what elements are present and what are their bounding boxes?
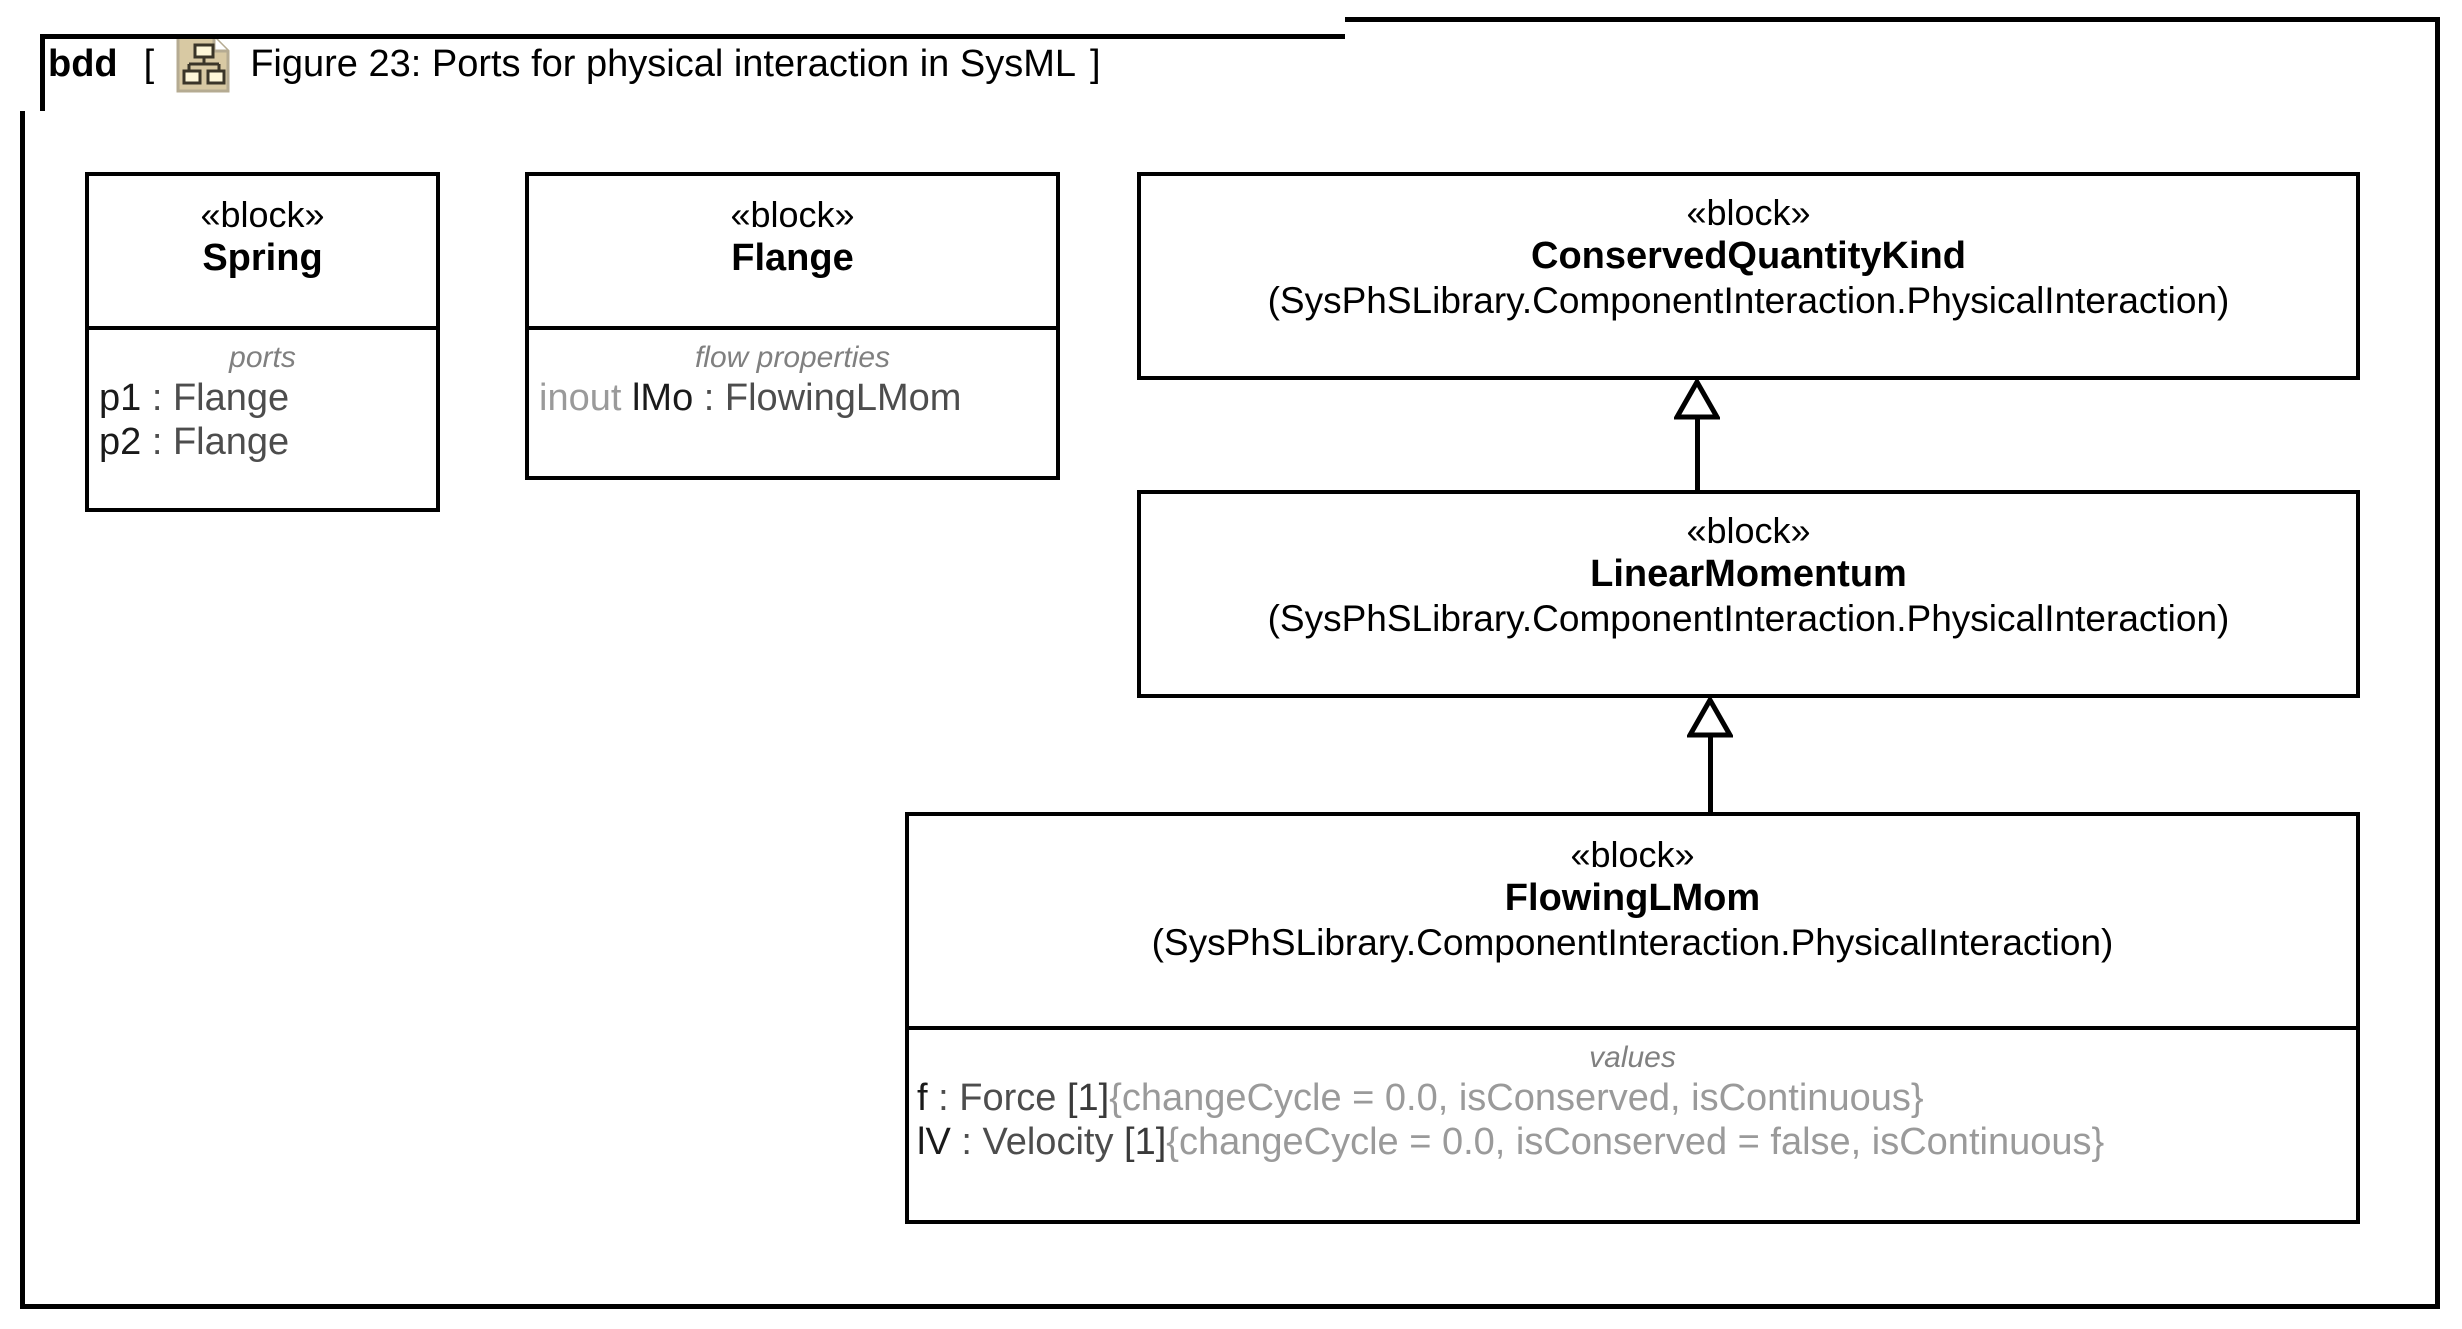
flow-property-sep: : [693, 377, 725, 419]
value-lv-type: Velocity [982, 1121, 1114, 1164]
block-spring-ports-compartment: ports p1 : Flange p2 : Flange [89, 326, 436, 512]
block-spring-name: Spring [202, 237, 323, 280]
block-flange[interactable]: «block» Flange flow properties inout lMo… [525, 172, 1060, 480]
block-flowing-lmom[interactable]: «block» FlowingLMom (SysPhSLibrary.Compo… [905, 812, 2360, 1224]
port-p2-type: Flange [172, 421, 290, 464]
flow-property-direction: inout [539, 377, 632, 419]
flow-property-type: FlowingLMom [724, 377, 962, 419]
generalization-arrow-lm-to-cqk [1674, 380, 1720, 420]
bdd-diagram-icon [176, 35, 230, 93]
compartment-label-ports: ports [229, 341, 296, 374]
block-flowing-lmom-name: FlowingLMom [1504, 877, 1761, 920]
port-item-p1[interactable]: p1 : Flange [89, 376, 436, 420]
value-item-f[interactable]: f : Force [1]{changeCycle = 0.0, isConse… [909, 1076, 2356, 1120]
value-f-constraint: {changeCycle = 0.0, isConserved, isConti… [1109, 1077, 1924, 1119]
block-flowing-lmom-header: «block» FlowingLMom (SysPhSLibrary.Compo… [909, 816, 2356, 1026]
value-f-name: f [917, 1077, 928, 1119]
value-f-multiplicity: [1] [1056, 1077, 1110, 1119]
diagram-title: Figure 23: Ports for physical interactio… [250, 42, 1076, 85]
block-flowing-lmom-stereotype: «block» [1570, 834, 1695, 875]
value-lv-name: lV [917, 1121, 951, 1164]
diagram-kind-label: bdd [48, 42, 118, 85]
block-spring-stereotype: «block» [200, 194, 325, 235]
block-conserved-quantity-kind-name: ConservedQuantityKind [1531, 235, 1966, 278]
diagram-header-tab[interactable]: bdd [ Figure 23: Ports for physical inte… [20, 17, 1345, 111]
port-p2-sep: : [141, 421, 173, 464]
block-flange-stereotype: «block» [730, 194, 855, 235]
port-p1-type: Flange [172, 377, 290, 419]
bracket-close: ] [1090, 42, 1101, 85]
port-p1-sep: : [141, 377, 173, 419]
compartment-label-flow-properties: flow properties [694, 341, 891, 374]
value-f-sep: : [927, 1077, 960, 1119]
generalization-line-lm-to-cqk [1695, 418, 1700, 492]
block-flange-flowprops-compartment: flow properties inout lMo : FlowingLMom [529, 326, 1056, 480]
block-linear-momentum-header: «block» LinearMomentum (SysPhSLibrary.Co… [1141, 494, 2356, 694]
block-flowing-lmom-values-compartment: values f : Force [1]{changeCycle = 0.0, … [909, 1026, 2356, 1220]
value-f-type: Force [959, 1077, 1057, 1119]
block-spring[interactable]: «block» Spring ports p1 : Flange p2 : Fl… [85, 172, 440, 512]
block-linear-momentum[interactable]: «block» LinearMomentum (SysPhSLibrary.Co… [1137, 490, 2360, 698]
port-item-p2[interactable]: p2 : Flange [89, 420, 436, 464]
value-item-lv[interactable]: lV : Velocity [1]{changeCycle = 0.0, isC… [909, 1120, 2356, 1164]
block-conserved-quantity-kind-header: «block» ConservedQuantityKind (SysPhSLib… [1141, 176, 2356, 376]
generalization-line-flm-to-lm [1708, 736, 1713, 814]
port-p1-name: p1 [99, 377, 142, 419]
block-linear-momentum-stereotype: «block» [1686, 510, 1811, 551]
bracket-open: [ [143, 42, 155, 85]
value-lv-multiplicity: [1] [1113, 1121, 1167, 1164]
flow-property-name: lMo [631, 377, 694, 419]
value-lv-constraint: {changeCycle = 0.0, isConserved = false,… [1166, 1121, 2105, 1164]
port-p2-name: p2 [99, 421, 142, 464]
block-flange-header: «block» Flange [529, 176, 1056, 326]
flow-property-item-lmo[interactable]: inout lMo : FlowingLMom [529, 376, 1056, 420]
generalization-arrow-flm-to-lm [1687, 698, 1733, 738]
block-linear-momentum-qualified-name: (SysPhSLibrary.ComponentInteraction.Phys… [1267, 598, 2230, 640]
value-lv-sep: : [950, 1121, 983, 1164]
block-flowing-lmom-qualified-name: (SysPhSLibrary.ComponentInteraction.Phys… [1151, 922, 2114, 964]
block-linear-momentum-name: LinearMomentum [1590, 553, 1907, 596]
compartment-label-values: values [1589, 1041, 1676, 1074]
block-spring-header: «block» Spring [89, 176, 436, 326]
block-flange-name: Flange [731, 237, 854, 280]
block-conserved-quantity-kind[interactable]: «block» ConservedQuantityKind (SysPhSLib… [1137, 172, 2360, 380]
block-conserved-quantity-kind-stereotype: «block» [1686, 192, 1811, 233]
block-conserved-quantity-kind-qualified-name: (SysPhSLibrary.ComponentInteraction.Phys… [1267, 280, 2230, 322]
